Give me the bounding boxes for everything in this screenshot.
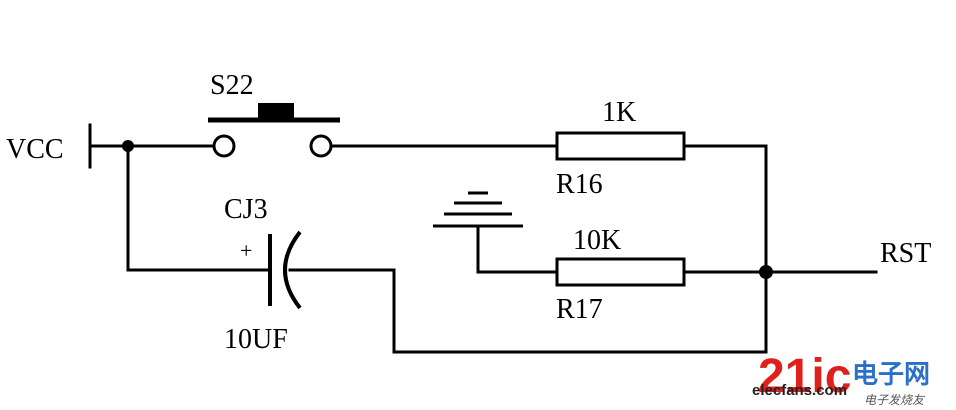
switch-button [258,103,294,118]
resistor-r16 [555,131,686,161]
wire-ground-to-r17 [476,224,559,274]
switch-contact-right [309,134,333,158]
switch-contact-left [212,134,236,158]
switch-s22 [208,103,340,158]
watermark-site-cn: 电子发烧友 [864,393,926,407]
watermark-logo-cn: 电子网 [852,359,930,389]
cap-plate-curved [283,230,302,310]
ground-symbol [433,191,523,228]
vcc-label: VCC [6,134,64,165]
r16-value-label: 1K [602,97,636,128]
cap-name-label: CJ3 [224,194,268,225]
r17-value-label: 10K [573,225,621,256]
watermark: 21ic 电子网 elecfans.com 电子发烧友 [752,350,930,407]
wire-r16-to-bus [392,144,768,354]
watermark-logo-digits: 21ic [758,350,851,403]
watermark-site: elecfans.com [752,382,847,399]
capacitor-cj3 [268,230,302,310]
resistor-r17 [555,257,686,287]
rst-label: RST [880,238,931,269]
r17-name-label: R17 [556,294,603,325]
junction-rst [759,265,773,279]
switch-label: S22 [210,70,254,101]
r16-name-label: R16 [556,169,603,200]
cap-value-label: 10UF [224,324,288,355]
wire-vcc-to-cap [126,144,272,272]
cap-plus-sign: + [240,238,252,263]
